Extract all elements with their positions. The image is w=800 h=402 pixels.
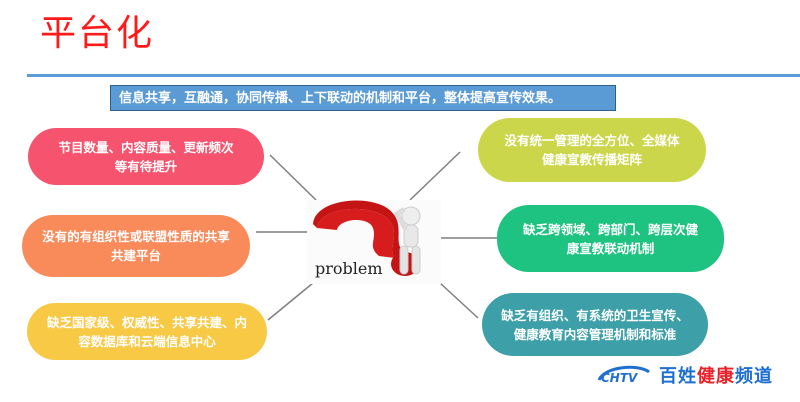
question-mark-figure-icon — [313, 200, 421, 276]
left-item-2-line1: 没有的有组织性或联盟性质的共享 — [42, 229, 230, 244]
connector-right-1 — [409, 151, 461, 201]
connector-left-1 — [269, 154, 317, 201]
right-item-3-line2: 健康教育内容管理机制和标准 — [513, 326, 677, 342]
left-item-1-line2: 等有待提升 — [114, 158, 178, 174]
chtv-logo-icon: CHTV — [597, 365, 650, 385]
logo-text-b: 健康 — [697, 366, 735, 387]
left-item-3-line1: 缺乏国家级、权威性、共享共建、内 — [46, 314, 247, 330]
svg-text:CHTV: CHTV — [601, 371, 639, 385]
left-item-2-line2: 共建平台 — [110, 248, 161, 263]
chtv-logo: CHTV 百姓健康频道 — [595, 362, 773, 388]
connector-left-3 — [267, 282, 314, 321]
left-item-3-line2: 容数据库和云端信息中心 — [78, 333, 216, 349]
right-item-1: 没有统一管理的全方位、全媒体 健康宣教传播矩阵 — [478, 118, 706, 182]
summary-banner: 信息共享，互融通，协同传播、上下联动的机制和平台，整体提高宣传效果。 — [110, 85, 616, 111]
right-item-1-line2: 健康宣教传播矩阵 — [541, 152, 642, 167]
left-item-1-line1: 节目数量、内容质量、更新频次 — [58, 139, 234, 155]
right-item-2: 缺乏跨领域、跨部门、跨层次健 康宣教联动机制 — [497, 205, 724, 272]
title-divider — [27, 74, 800, 77]
connector-right-3 — [439, 282, 479, 319]
left-item-3: 缺乏国家级、权威性、共享共建、内 容数据库和云端信息中心 — [27, 303, 267, 360]
right-item-2-line1: 缺乏跨领域、跨部门、跨层次健 — [522, 221, 698, 237]
left-item-1: 节目数量、内容质量、更新频次 等有待提升 — [28, 128, 264, 185]
right-item-2-line2: 康宣教联动机制 — [566, 240, 655, 256]
problem-label: problem — [315, 259, 383, 278]
right-item-3: 缺乏有组织、有系统的卫生宣传、 健康教育内容管理机制和标准 — [482, 293, 708, 356]
right-item-1-line1: 没有统一管理的全方位、全媒体 — [504, 133, 680, 148]
logo-text-a: 百姓 — [659, 366, 697, 387]
left-item-2: 没有的有组织性或联盟性质的共享 共建平台 — [22, 215, 250, 277]
right-item-3-line1: 缺乏有组织、有系统的卫生宣传、 — [501, 307, 689, 323]
logo-text-c: 频道 — [735, 366, 773, 387]
problem-image: problem — [307, 200, 441, 284]
slide-title: 平台化 — [40, 13, 155, 54]
